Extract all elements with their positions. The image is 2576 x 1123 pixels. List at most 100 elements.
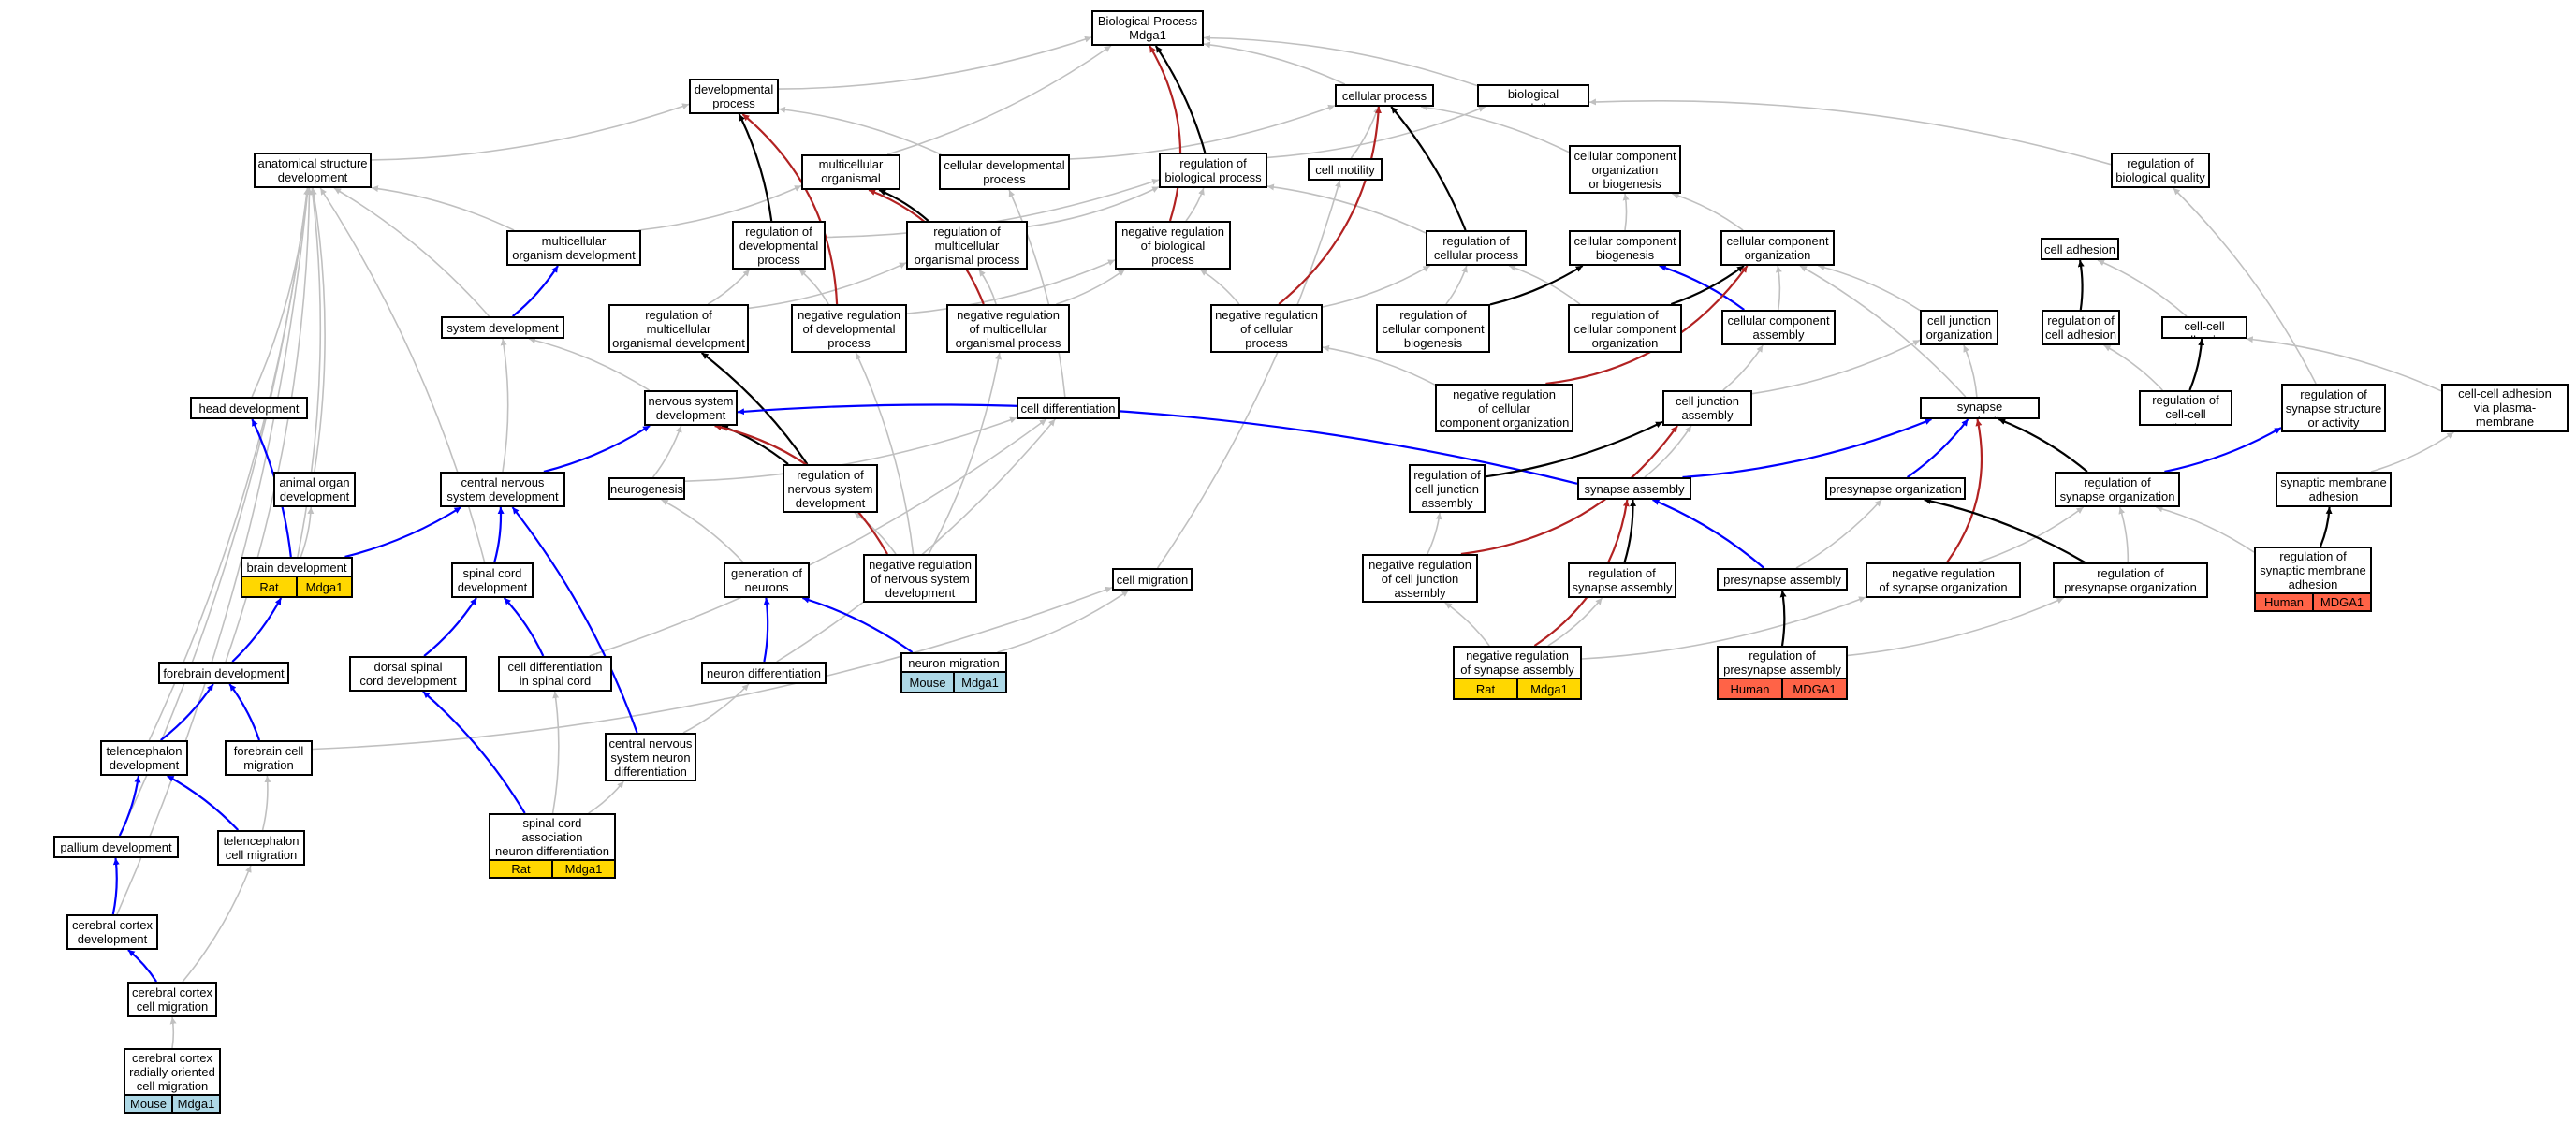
relation-edge-gray (1445, 265, 1468, 305)
go-term-node[interactable]: cellular component organization (1720, 230, 1835, 266)
go-term-node[interactable]: regulation of cellular process (1426, 230, 1527, 266)
go-term-node[interactable]: presynapse organization (1825, 477, 1966, 500)
go-term-node[interactable]: generation of neurons (724, 562, 810, 598)
go-term-node[interactable]: cell motility (1308, 158, 1383, 181)
relation-edge-gray (589, 418, 1047, 657)
relation-edge-gray (261, 775, 271, 831)
go-term-node[interactable]: regulation of multicellular organismal p… (906, 221, 1028, 270)
go-term-node[interactable]: cell-cell adhesion via plasma-membrane a… (2441, 384, 2569, 432)
go-term-node[interactable]: cell migration (1112, 568, 1193, 591)
go-term-node[interactable]: cellular developmental process (939, 154, 1070, 190)
relation-edge-blue (1682, 417, 1932, 479)
go-term-node[interactable]: spinal cord development (451, 562, 534, 598)
go-term-node[interactable]: telencephalon development (100, 740, 188, 776)
relation-edge-gray (1977, 506, 2085, 563)
relation-edge-black (1485, 420, 1663, 478)
go-term-node[interactable]: neuron differentiation (701, 662, 827, 684)
go-term-node[interactable]: central nervous system development (440, 472, 565, 507)
go-term-node[interactable]: negative regulation of biological proces… (1115, 221, 1231, 270)
go-term-node[interactable]: synapse assembly (1577, 477, 1691, 500)
go-term-node[interactable]: spinal cord association neuron different… (489, 813, 616, 879)
go-term-node[interactable]: regulation of cellular component organiz… (1568, 304, 1682, 353)
go-term-label: regulation of developmental process (739, 224, 819, 267)
relation-edge-gray (638, 184, 802, 231)
go-term-node[interactable]: cerebral cortex development (66, 914, 158, 950)
go-term-node[interactable]: negative regulation of cellular componen… (1435, 384, 1573, 432)
relation-edge-gray (661, 499, 744, 563)
go-term-node[interactable]: cerebral cortex cell migration (127, 982, 217, 1017)
go-term-node[interactable]: forebrain cell migration (225, 740, 313, 776)
relation-edge-gray (1027, 185, 1160, 227)
gene-badge: MDGA1 (2312, 594, 2370, 610)
go-term-node[interactable]: head development (190, 397, 308, 419)
go-term-node[interactable]: central nervous system neuron differenti… (605, 733, 696, 781)
go-term-node[interactable]: regulation of synaptic membrane adhesion… (2254, 547, 2372, 612)
relation-edge-gray (886, 45, 1112, 155)
go-term-label: presynapse assembly (1723, 572, 1841, 587)
go-term-node[interactable]: pallium development (53, 836, 179, 858)
go-term-node[interactable]: regulation of presynapse organization (2053, 562, 2208, 598)
go-term-node[interactable]: regulation of cell-cell adhesion (2139, 390, 2232, 426)
go-term-node[interactable]: negative regulation of developmental pro… (791, 304, 907, 353)
go-term-node[interactable]: cell-cell adhesion (2161, 316, 2247, 339)
go-term-node[interactable]: telencephalon cell migration (217, 830, 305, 866)
species-badge: Human (2256, 594, 2312, 610)
go-term-node[interactable]: neurogenesis (608, 477, 685, 500)
go-term-node[interactable]: animal organ development (273, 472, 356, 507)
go-term-node[interactable]: cellular component assembly (1721, 310, 1836, 345)
go-term-node[interactable]: negative regulation of nervous system de… (863, 554, 977, 603)
go-term-node[interactable]: regulation of multicellular organismal d… (608, 304, 749, 353)
go-term-node[interactable]: cell junction organization (1920, 310, 1998, 345)
go-term-node[interactable]: forebrain development (158, 662, 289, 684)
go-term-node[interactable]: presynapse assembly (1717, 568, 1848, 591)
go-term-node[interactable]: multicellular organism development (506, 230, 641, 266)
go-term-label: spinal cord development (457, 566, 528, 594)
go-term-node[interactable]: negative regulation of cellular process (1210, 304, 1323, 353)
go-term-node[interactable]: cell junction assembly (1662, 390, 1752, 426)
go-term-node[interactable]: negative regulation of synapse organizat… (1866, 562, 2021, 598)
relation-edge-gray (1056, 269, 1126, 305)
go-term-node[interactable]: system development (441, 316, 564, 339)
relation-edge-blue (118, 775, 141, 837)
go-term-node[interactable]: synaptic membrane adhesion (2276, 472, 2392, 507)
go-term-node[interactable]: negative regulation of cell junction ass… (1362, 554, 1478, 603)
go-term-node[interactable]: cellular process (1335, 84, 1434, 107)
go-term-node[interactable]: multicellular organismal process (801, 154, 900, 190)
go-term-node[interactable]: regulation of cell junction assembly (1409, 464, 1486, 513)
relation-edge-red (1460, 425, 1678, 556)
go-term-label: regulation of synapse organization (2059, 475, 2175, 503)
go-term-node[interactable]: developmental process (689, 79, 779, 114)
relation-edge-blue (344, 506, 462, 559)
go-term-node[interactable]: cell differentiation (1017, 397, 1120, 419)
relation-edge-gray (333, 187, 490, 317)
go-term-node[interactable]: synapse organization (1920, 397, 2040, 419)
go-term-node[interactable]: cerebral cortex radially oriented cell m… (124, 1048, 221, 1114)
go-term-node[interactable]: Biological Process Mdga1 (1091, 10, 1204, 46)
go-term-node[interactable]: regulation of biological process (1159, 153, 1267, 188)
go-term-node[interactable]: cell differentiation in spinal cord (498, 656, 612, 692)
go-term-node[interactable]: nervous system development (644, 390, 738, 426)
go-term-node[interactable]: regulation of synapse organization (2055, 472, 2180, 507)
go-term-node[interactable]: regulation of biological quality (2111, 153, 2210, 188)
go-term-node[interactable]: regulation of synapse structure or activ… (2281, 384, 2386, 432)
go-term-node[interactable]: regulation of cell adhesion (2042, 310, 2120, 345)
go-term-node[interactable]: regulation of nervous system development (783, 464, 878, 513)
go-term-node[interactable]: dorsal spinal cord development (349, 656, 467, 692)
go-term-node[interactable]: anatomical structure development (254, 153, 372, 188)
relation-edge-blue (423, 597, 477, 657)
go-term-node[interactable]: negative regulation of multicellular org… (946, 304, 1070, 353)
go-term-node[interactable]: biological regulation (1477, 84, 1589, 107)
go-term-node[interactable]: cellular component biogenesis (1569, 230, 1681, 266)
go-term-node[interactable]: cell adhesion (2041, 238, 2119, 260)
relation-edge-gray (1588, 98, 2112, 166)
go-term-node[interactable]: regulation of synapse assembly (1568, 562, 1676, 598)
go-term-label: nervous system development (648, 394, 734, 422)
go-term-node[interactable]: cellular component organization or bioge… (1569, 145, 1681, 194)
gene-badge: Mdga1 (1516, 679, 1580, 698)
go-term-node[interactable]: regulation of cellular component biogene… (1376, 304, 1490, 353)
go-term-node[interactable]: regulation of developmental process (732, 221, 826, 270)
